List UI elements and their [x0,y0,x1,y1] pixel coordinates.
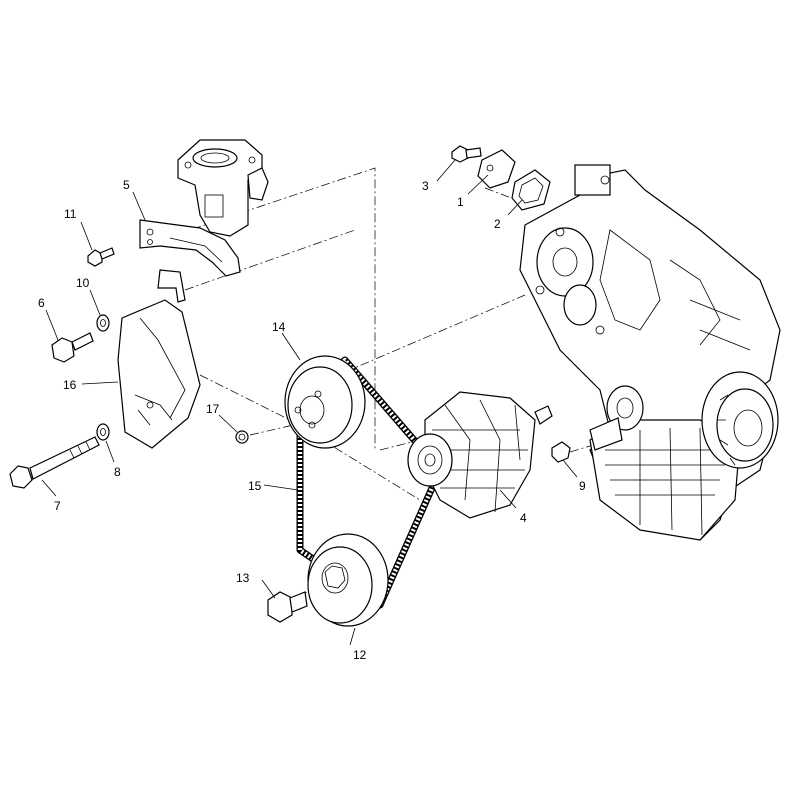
engine-block [519,164,781,541]
callout-2: 2 [494,217,501,231]
fitting-17 [235,430,249,444]
washer-8 [96,423,110,441]
callout-8: 8 [114,465,121,479]
bolt-3 [451,145,482,163]
callout-labels: 1 2 3 4 5 6 7 8 9 10 11 12 13 14 15 16 1… [38,178,586,662]
thermostat-housing [177,139,269,237]
callout-7: 7 [54,499,61,513]
alternator [407,391,553,519]
callout-4: 4 [520,511,527,525]
crankshaft-pulley [307,533,389,627]
callout-16: 16 [63,378,77,392]
cover-plate-1 [477,149,516,189]
adjusting-bracket [139,219,241,277]
long-bolt-7 [9,436,100,489]
fitting-9 [551,441,571,463]
callout-5: 5 [123,178,130,192]
callout-10: 10 [76,276,90,290]
washer-10 [96,314,110,332]
gasket-2 [511,169,551,211]
callout-9: 9 [579,479,586,493]
leader-lines [41,159,578,646]
callout-6: 6 [38,296,45,310]
callout-13: 13 [236,571,250,585]
callout-14: 14 [272,320,286,334]
belt-cover [117,269,201,449]
water-pump-pulley [284,355,366,449]
callout-1: 1 [457,195,464,209]
callout-17: 17 [206,402,220,416]
bolt-6 [51,332,94,363]
pulley-bolt-13 [267,591,308,623]
bolt-11 [87,247,115,267]
callout-12: 12 [353,648,367,662]
callout-3: 3 [422,179,429,193]
callout-11: 11 [64,207,77,221]
callout-15: 15 [248,479,262,493]
